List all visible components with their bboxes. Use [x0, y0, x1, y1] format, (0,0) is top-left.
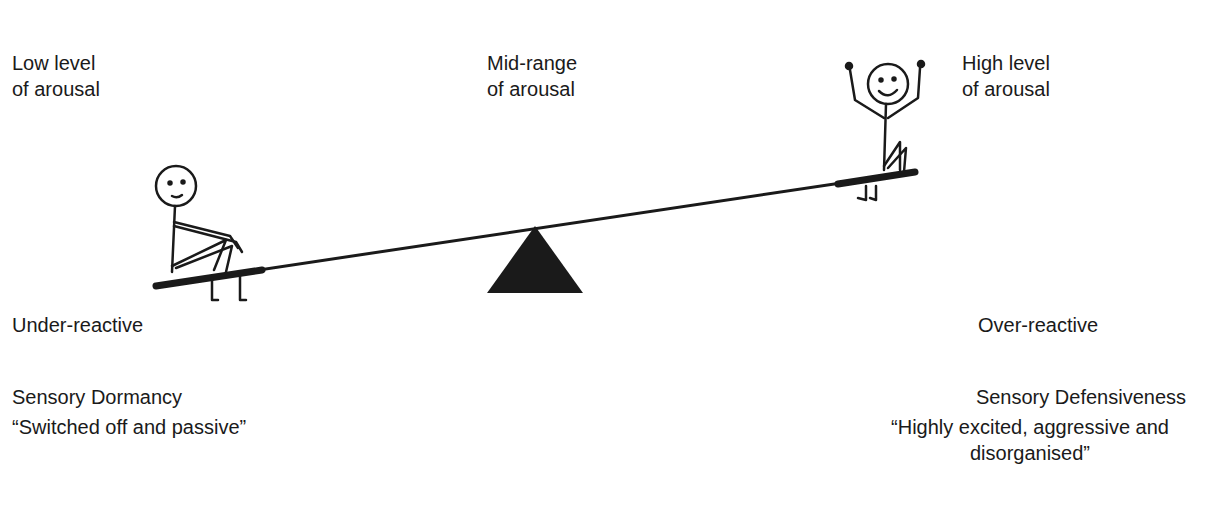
stick-figure-high [846, 61, 924, 200]
fulcrum [487, 226, 583, 293]
state-heading: Sensory Dormancy [12, 384, 272, 410]
reactivity-label: Under-reactive [12, 312, 212, 338]
arousal-level-label: Low level of arousal [12, 50, 114, 102]
arousal-level-label: High level of arousal [962, 50, 1064, 102]
state-description: “Highly excited, aggressive and disorgan… [880, 414, 1180, 466]
state-description: “Switched off and passive” [12, 414, 392, 440]
seesaw-seat [838, 172, 915, 184]
state-heading: Sensory Defensiveness [870, 384, 1186, 410]
stick-figure-low [156, 166, 246, 300]
reactivity-label: Over-reactive [978, 312, 1178, 338]
arousal-level-label: Mid-range of arousal [487, 50, 595, 102]
